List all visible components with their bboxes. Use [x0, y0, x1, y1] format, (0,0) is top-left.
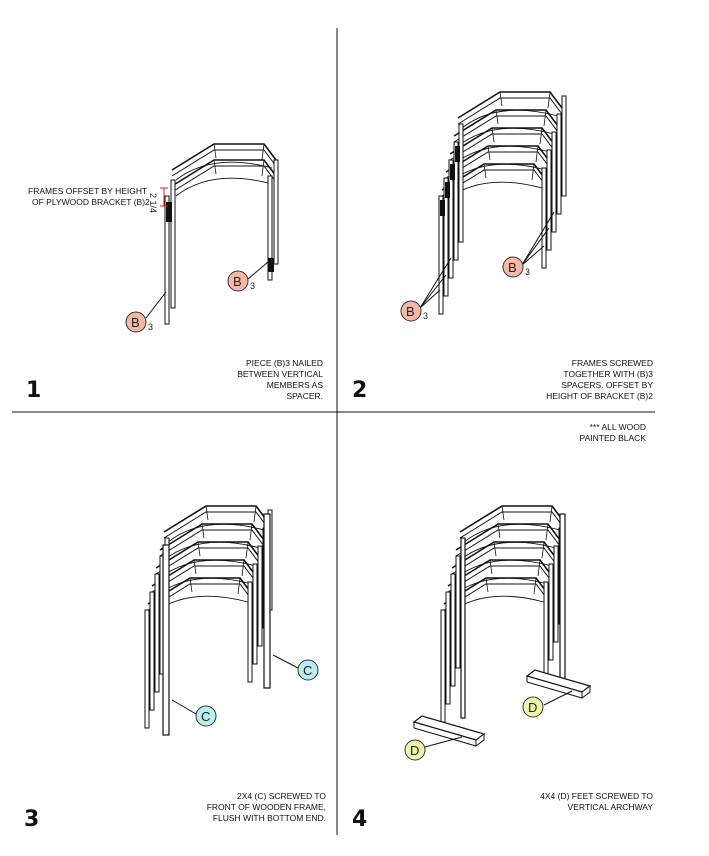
callout-letter: B — [406, 304, 415, 319]
callout-letter: B — [508, 260, 517, 275]
step-number: 1 — [26, 378, 41, 403]
callout-letter: B — [131, 315, 140, 330]
panel-1-offset-note-line1: FRAMES OFFSET BY HEIGHT — [28, 186, 147, 196]
callout-b-upper: B 3 — [502, 211, 555, 278]
callout-subscript: 3 — [250, 281, 255, 291]
dimension-text: 2 1/4 — [148, 193, 158, 213]
callout-b-upper: B 3 — [227, 261, 269, 292]
panel-1-drawing: 2 1/4 — [148, 143, 279, 325]
step-number: 2 — [352, 378, 367, 403]
note-line: 4X4 (D) FEET SCREWED TO — [540, 791, 653, 801]
callout-d-lower: D — [404, 736, 463, 761]
note-line: *** ALL WOOD — [590, 422, 646, 432]
callout-letter: D — [410, 743, 419, 758]
note-line: FRAMES SCREWED — [572, 358, 653, 368]
panel-3-note: 2X4 (C) SCREWED TO FRONT OF WOODEN FRAME… — [207, 791, 327, 823]
panel-2-drawing — [438, 91, 567, 315]
note-line: SPACERS. OFFSET BY — [561, 380, 653, 390]
note-line: SPACER. — [286, 391, 323, 401]
note-line: FRONT OF WOODEN FRAME, — [207, 802, 326, 812]
callout-c-upper: C — [272, 654, 319, 681]
callout-letter: D — [528, 700, 537, 715]
callout-subscript: 3 — [148, 322, 153, 332]
note-line: VERTICAL ARCHWAY — [568, 802, 654, 812]
step-number: 4 — [352, 807, 367, 832]
panel-1-offset-note-line2: OF PLYWOOD BRACKET (B)2 — [32, 197, 150, 207]
note-line: MEMBERS AS — [267, 380, 324, 390]
callout-letter: C — [201, 709, 210, 724]
panel-4-note: 4X4 (D) FEET SCREWED TO VERTICAL ARCHWAY — [540, 791, 653, 812]
callout-b-lower: B 3 — [400, 257, 452, 322]
panel-4-drawing — [412, 505, 592, 747]
callout-subscript: 3 — [423, 311, 428, 321]
note-line: PAINTED BLACK — [580, 433, 647, 443]
note-line: PIECE (B)3 NAILED — [246, 358, 323, 368]
step-number: 3 — [24, 807, 39, 832]
note-line: TOGETHER WITH (B)3 — [563, 369, 653, 379]
panel-3-drawing — [144, 505, 273, 736]
panel-1-note: PIECE (B)3 NAILED BETWEEN VERTICAL MEMBE… — [237, 358, 323, 401]
callout-d-upper: D — [522, 690, 573, 718]
note-line: 2X4 (C) SCREWED TO — [237, 791, 326, 801]
note-line: HEIGHT OF BRACKET (B)2 — [546, 391, 653, 401]
panel-2-note: FRAMES SCREWED TOGETHER WITH (B)3 SPACER… — [546, 358, 653, 401]
note-line: BETWEEN VERTICAL — [237, 369, 323, 379]
callout-subscript: 3 — [525, 267, 530, 277]
callout-b-lower: B 3 — [125, 291, 167, 333]
callout-letter: C — [303, 663, 312, 678]
general-note: *** ALL WOOD PAINTED BLACK — [580, 422, 647, 443]
callout-letter: B — [233, 274, 242, 289]
note-line: FLUSH WITH BOTTOM END. — [213, 813, 326, 823]
callout-c-lower: C — [171, 699, 217, 727]
